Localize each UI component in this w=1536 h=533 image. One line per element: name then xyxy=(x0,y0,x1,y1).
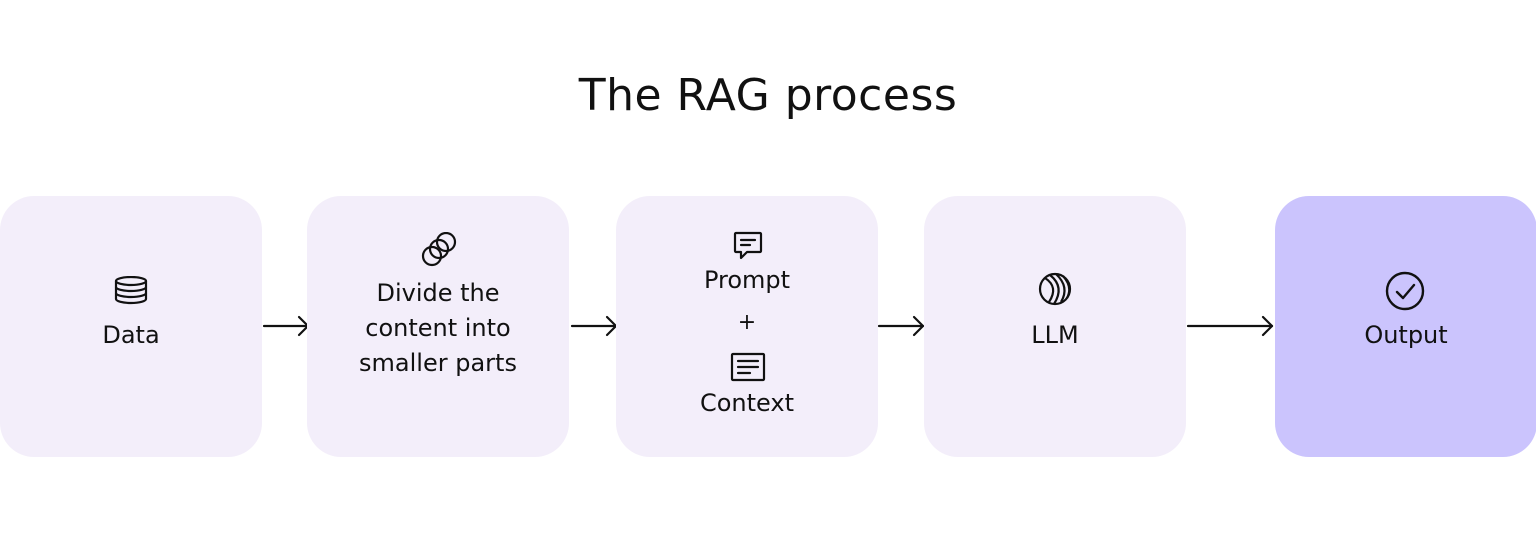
step-context-label: Context xyxy=(699,389,795,417)
arrow-llm-to-output xyxy=(1186,315,1274,337)
globe-sphere-icon xyxy=(1038,272,1072,306)
arrow-prompt-to-llm xyxy=(877,315,925,337)
plus-sign: + xyxy=(737,310,757,335)
step-prompt-context-box: Prompt + Context xyxy=(616,196,878,457)
chat-bubble-icon xyxy=(733,231,763,260)
step-divide-label: Divide the content into smaller parts xyxy=(359,279,517,377)
check-circle-icon xyxy=(1385,271,1425,311)
step-llm-label: LLM xyxy=(1031,321,1079,349)
step-output-label: Output xyxy=(1364,321,1448,349)
step-divide-box: Divide the content into smaller parts xyxy=(307,196,569,457)
diagram-title: The RAG process xyxy=(578,70,958,121)
database-icon xyxy=(114,276,148,305)
linked-circles-icon xyxy=(421,232,457,267)
step-data-label: Data xyxy=(102,321,160,349)
step-data-box: Data xyxy=(0,196,262,457)
document-icon xyxy=(730,352,766,382)
arrow-data-to-divide xyxy=(262,315,310,337)
step-output-box: Output xyxy=(1275,196,1536,457)
step-llm-box: LLM xyxy=(924,196,1186,457)
step-prompt-label: Prompt xyxy=(703,266,791,294)
arrow-divide-to-prompt xyxy=(570,315,618,337)
